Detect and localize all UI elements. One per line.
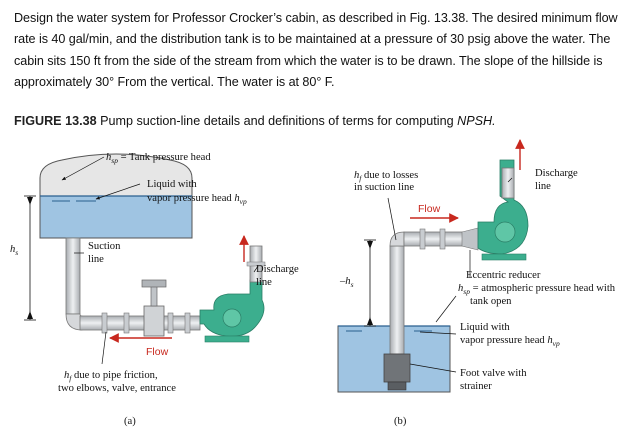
fb-hsp-line1: hsp = atmospheric pressure head with (458, 283, 616, 296)
fa-hf-line1: hf due to pipe friction, (64, 370, 158, 383)
caption-text: Pump suction-line details and definition… (100, 114, 454, 128)
fa-hsp-label: hsp = Tank pressure head (106, 152, 211, 165)
fa-hf-line2: two elbows, valve, entrance (58, 383, 176, 394)
fb-flow-label: Flow (418, 203, 441, 215)
figure-caption: FIGURE 13.38 Pump suction-line details a… (14, 112, 624, 130)
figure-label: FIGURE 13.38 (14, 114, 97, 128)
fb-liquid-line2: vapor pressure head hvp (460, 335, 560, 348)
fb-reducer-label: Eccentric reducer (466, 270, 541, 281)
caption-term: NPSH. (457, 114, 496, 128)
fa-liquid-line2: vapor pressure head hvp (147, 193, 247, 206)
fa-discharge-line1: Discharge (256, 264, 299, 275)
problem-statement: Design the water system for Professor Cr… (14, 8, 624, 94)
fa-flow-label: Flow (146, 346, 169, 358)
pump-b (477, 159, 529, 261)
suction-pipe (65, 237, 201, 334)
fb-discharge-line2: line (535, 181, 551, 192)
suction-pipe-b (383, 227, 485, 391)
fa-liquid-line1: Liquid with (147, 179, 197, 190)
problem-text: Design the water system for Professor Cr… (14, 11, 618, 90)
fb-tag: (b) (394, 416, 407, 427)
fb-hf-line1: hf due to losses (354, 170, 418, 183)
fb-foot-line1: Foot valve with (460, 368, 527, 379)
figure-a: hsp = Tank pressure head Liquid with vap… (10, 152, 299, 427)
fa-hs-label: hs (10, 244, 18, 257)
pump-a (199, 245, 266, 343)
storage-tank (39, 153, 193, 239)
fb-hsp-line2: tank open (470, 296, 512, 307)
fa-discharge-line2: line (256, 277, 272, 288)
gate-valve (141, 279, 167, 337)
fa-suction-line1: Suction (88, 241, 121, 252)
fa-suction-line2: line (88, 254, 104, 265)
fb-hf-line2: in suction line (354, 182, 414, 193)
figure-b: hf due to losses in suction line Dischar… (337, 139, 616, 427)
fb-foot-line2: strainer (460, 381, 492, 392)
fb-hs-label: –hs (339, 276, 354, 289)
fb-liquid-line1: Liquid with (460, 322, 510, 333)
fa-tag: (a) (124, 416, 136, 427)
fb-discharge-line1: Discharge (535, 168, 578, 179)
